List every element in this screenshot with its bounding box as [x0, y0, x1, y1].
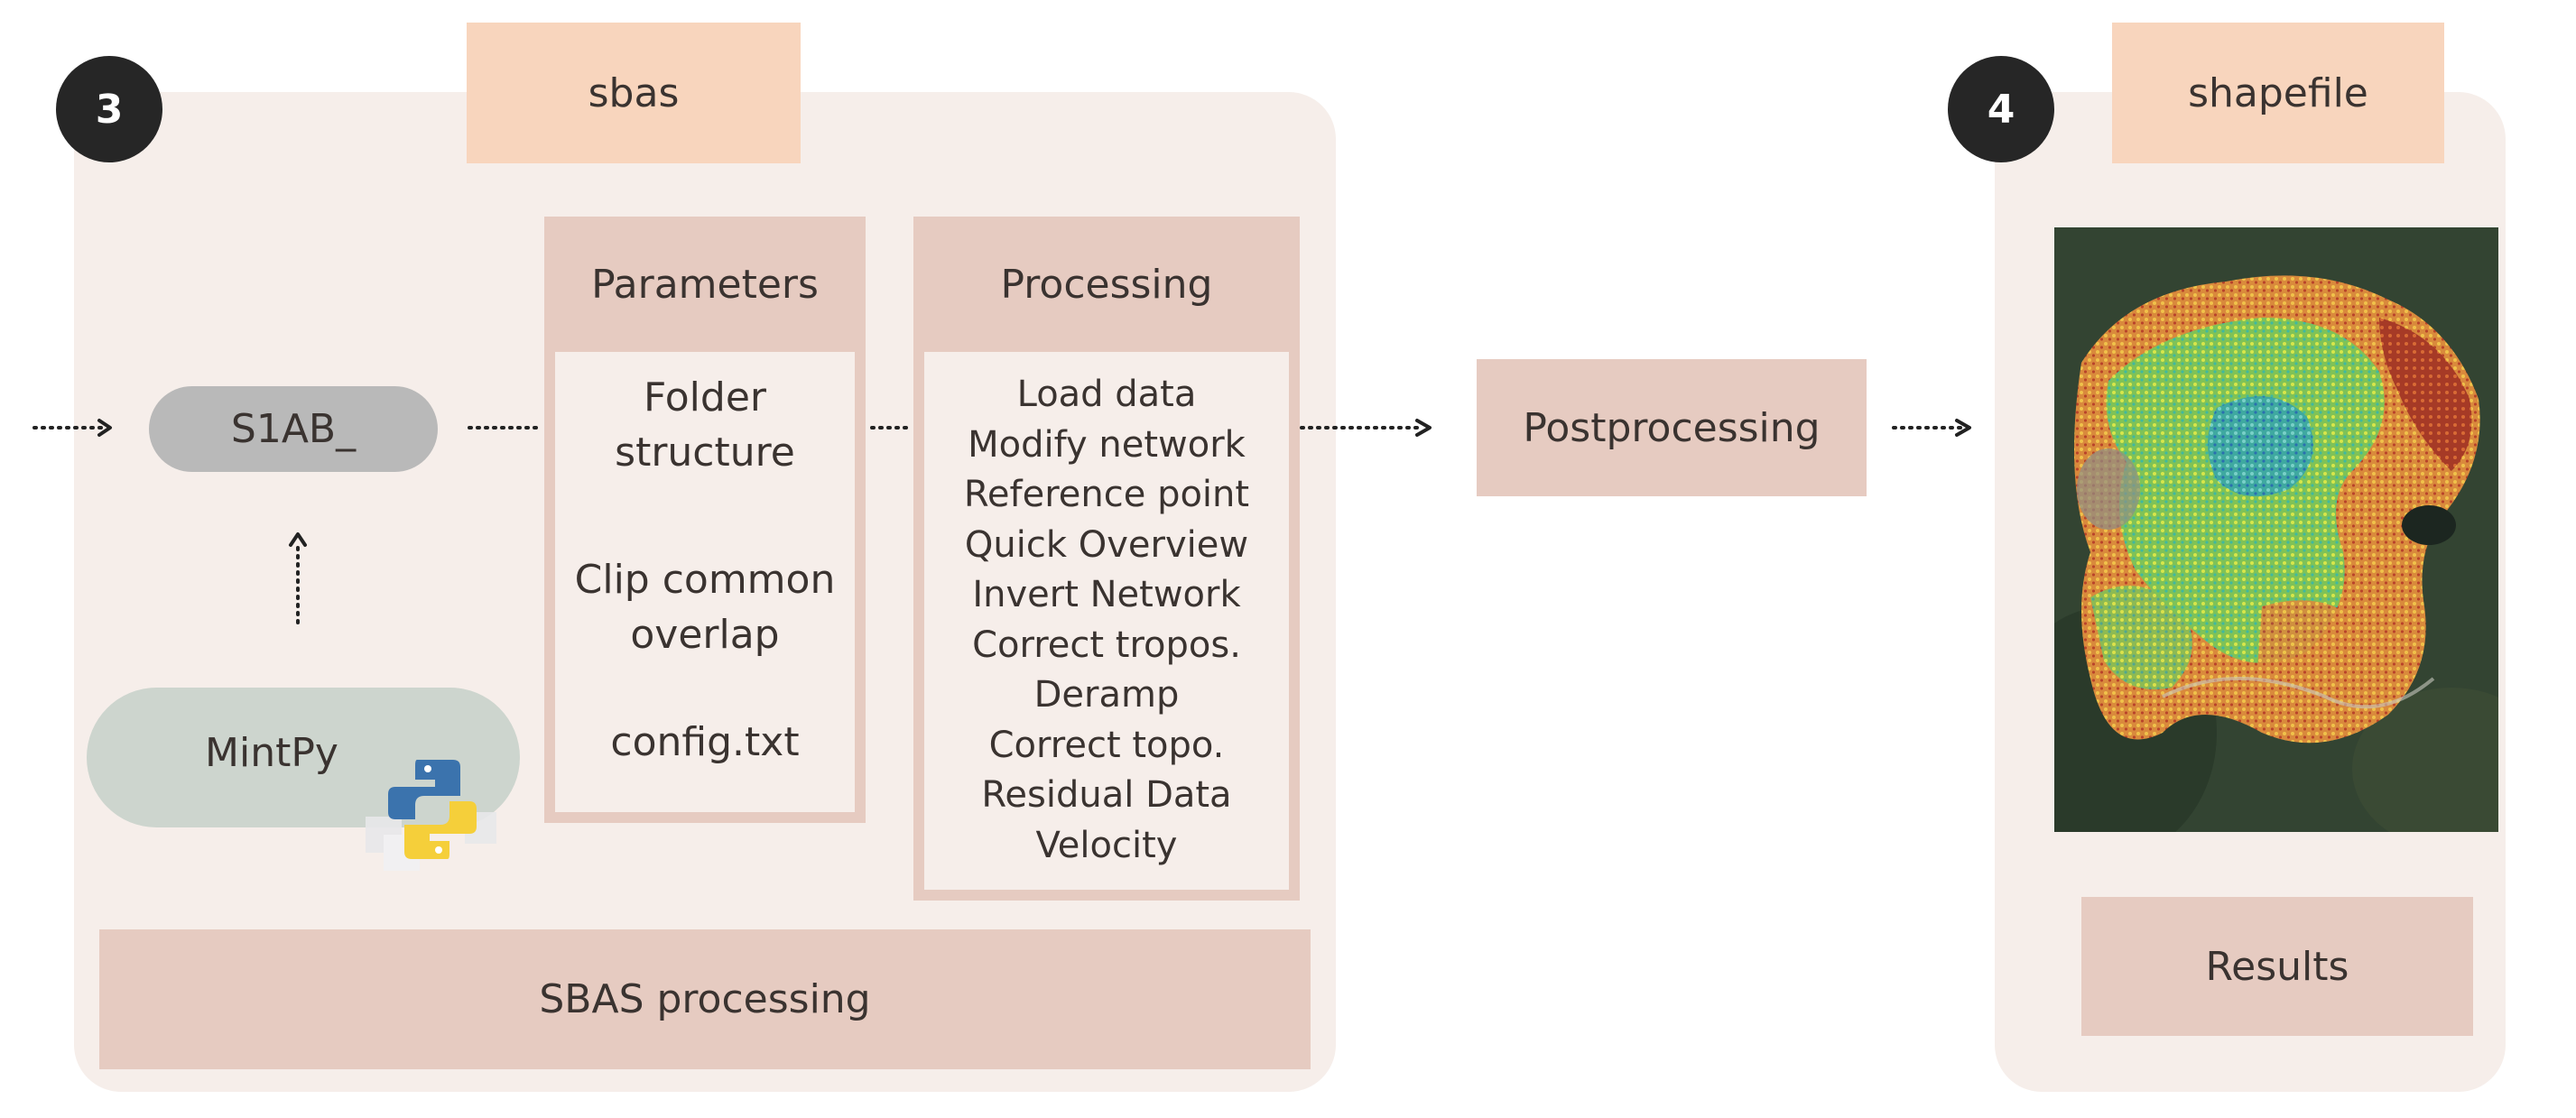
step3-tag: sbas: [467, 23, 801, 163]
processing-header: Processing: [1000, 261, 1213, 308]
step3-number-badge: 3: [56, 56, 162, 162]
arrow-head: [97, 419, 112, 437]
mintpy-node: MintPy: [87, 688, 520, 827]
parameters-header: Parameters: [591, 261, 819, 308]
mintpy-label: MintPy: [205, 730, 338, 776]
param-folder-structure: Folder structure: [615, 374, 795, 476]
processing-step: Reference point: [963, 474, 1250, 515]
param-config-txt: config.txt: [610, 719, 800, 765]
processing-step: Quick Overview: [964, 523, 1249, 566]
arrow-head: [1955, 419, 1971, 437]
step4-number-badge: 4: [1948, 56, 2054, 162]
processing-step: Load data: [1016, 374, 1197, 415]
step4-tag: shapefile: [2112, 23, 2444, 163]
processing-step: Residual Data: [981, 774, 1232, 816]
postprocessing-box: Postprocessing: [1477, 359, 1867, 496]
processing-step: Correct topo.: [988, 724, 1225, 766]
processing-steps: Load data Modify network Reference point…: [924, 370, 1289, 871]
processing-column: Processing Load data Modify network Refe…: [913, 217, 1300, 901]
sbas-processing-footer: SBAS processing: [99, 929, 1311, 1069]
parameters-column: Parameters Folder structure Clip common …: [544, 217, 866, 823]
processing-step: Modify network: [968, 423, 1246, 466]
processing-step: Deramp: [1033, 674, 1180, 716]
results-box: Results: [2081, 897, 2473, 1036]
processing-step: Correct tropos.: [972, 624, 1241, 666]
input-s1ab-node: S1AB_: [149, 386, 438, 472]
processing-list: Load data Modify network Reference point…: [924, 352, 1289, 890]
python-logo-icon: [361, 749, 505, 871]
arrow-head: [1415, 419, 1432, 437]
param-clip-common-overlap: Clip common overlap: [574, 557, 836, 658]
processing-step: Velocity: [1035, 824, 1178, 866]
processing-step: Invert Network: [972, 574, 1241, 615]
arrow-head: [289, 532, 307, 547]
velocity-map-image: [2054, 227, 2498, 832]
parameters-list: Folder structure Clip common overlap con…: [555, 352, 855, 812]
